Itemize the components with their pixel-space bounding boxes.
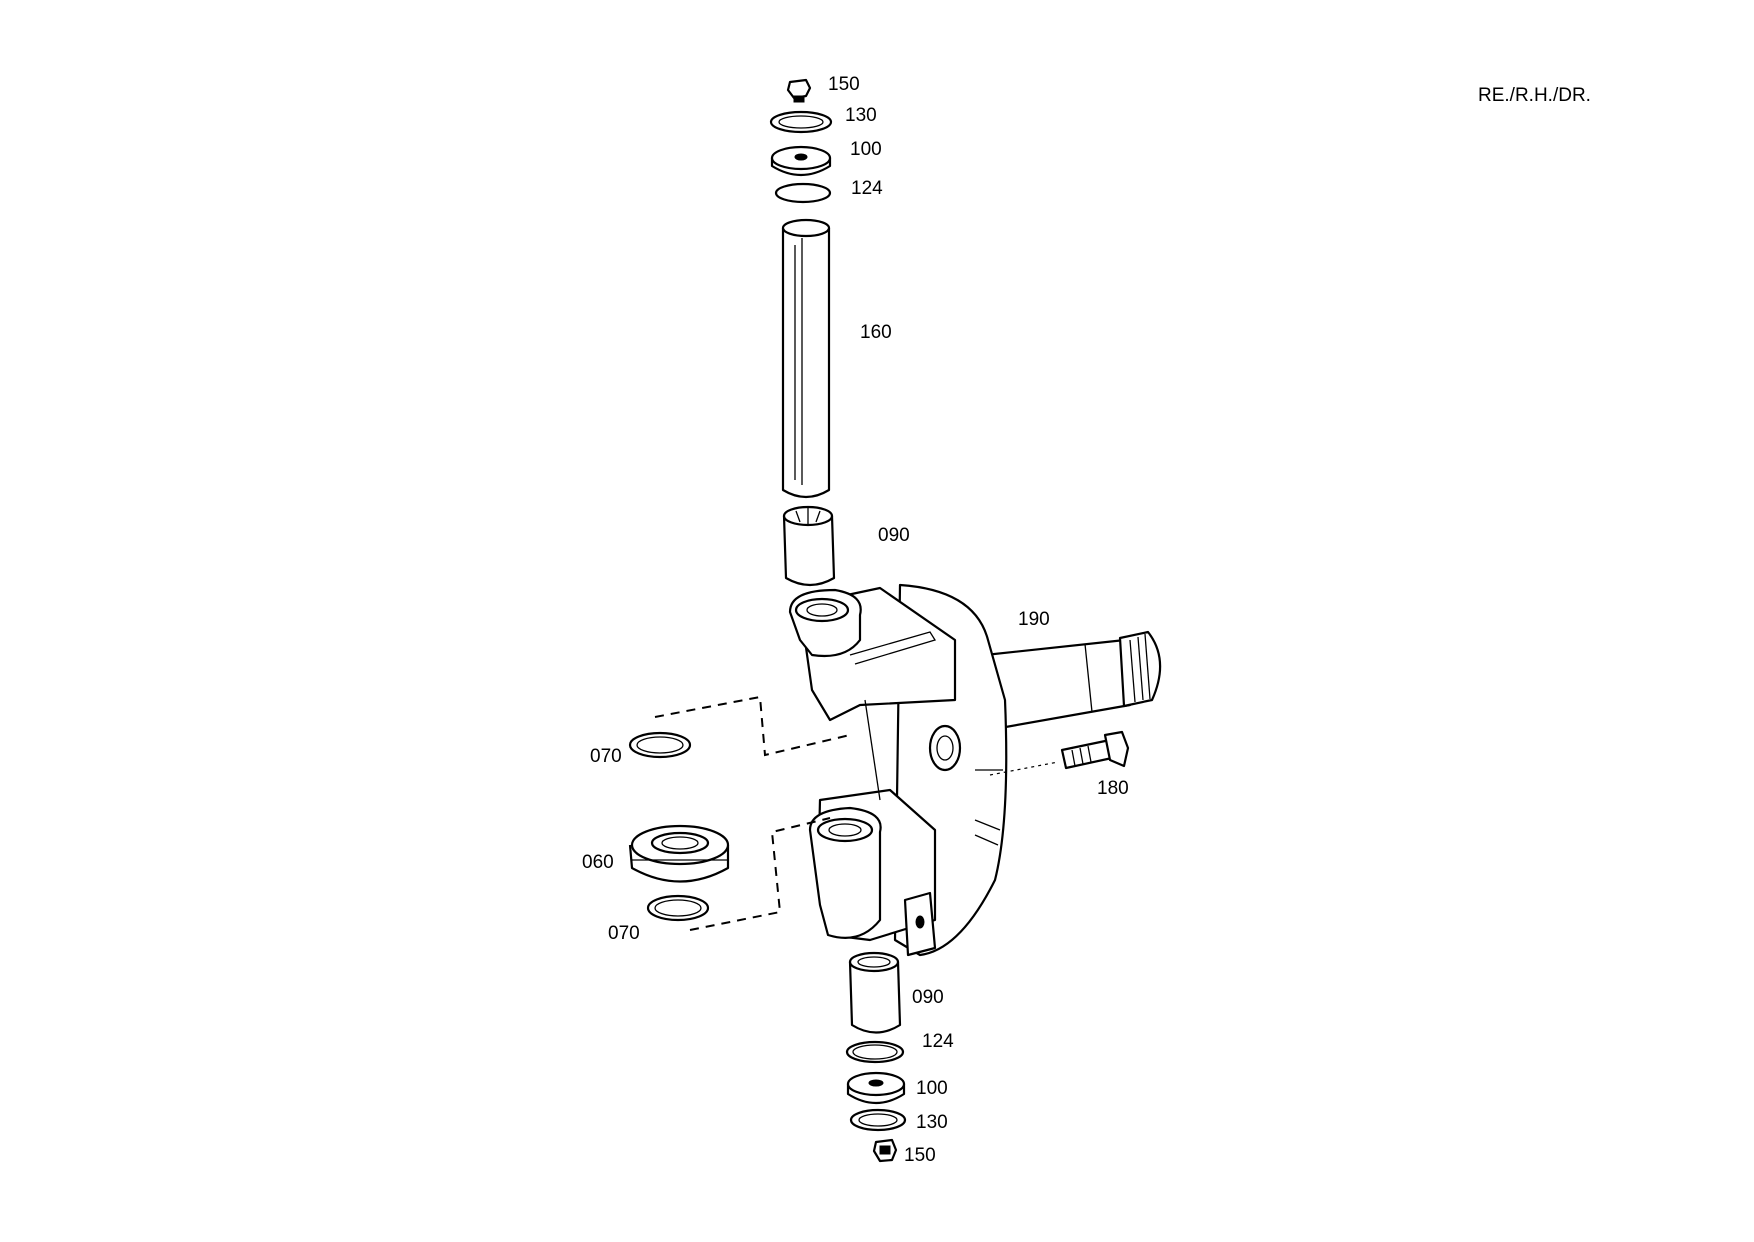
bushing-top [782,505,836,587]
cover-top [770,145,832,176]
orientation-label: RE./R.H./DR. [1478,85,1591,106]
callout-bolt-180: 180 [1097,778,1129,799]
callout-bottom-100: 100 [916,1078,948,1099]
cover-bottom [846,1071,906,1105]
callout-top-150: 150 [828,74,860,95]
o-ring-top [774,182,832,204]
callout-top-130: 130 [845,105,877,126]
seal-ring-lower [646,894,710,922]
callout-knuckle-190: 190 [1018,609,1050,630]
callout-upper-070: 070 [590,746,622,767]
steering-knuckle [788,583,1162,957]
callout-lower-070: 070 [608,923,640,944]
callout-pin-160: 160 [860,322,892,343]
o-ring-bottom [845,1040,905,1064]
seal-ring-upper [628,731,692,759]
callout-top-090: 090 [878,525,910,546]
grease-nipple-bottom [872,1138,898,1163]
thrust-bearing [628,824,730,883]
callout-bottom-090: 090 [912,987,944,1008]
callout-bearing-060: 060 [582,852,614,873]
leader-upper-seal [654,695,851,757]
callout-bottom-150: 150 [904,1145,936,1166]
grease-nipple-top [786,78,812,103]
callout-top-124: 124 [851,178,883,199]
callout-top-100: 100 [850,139,882,160]
king-pin [781,218,831,499]
bushing-bottom [848,951,902,1034]
snap-ring-top [769,110,833,134]
callout-bottom-124: 124 [922,1031,954,1052]
callout-bottom-130: 130 [916,1112,948,1133]
leader-lower-seal [689,817,831,931]
snap-ring-bottom [849,1108,907,1132]
bolt [989,730,1130,776]
